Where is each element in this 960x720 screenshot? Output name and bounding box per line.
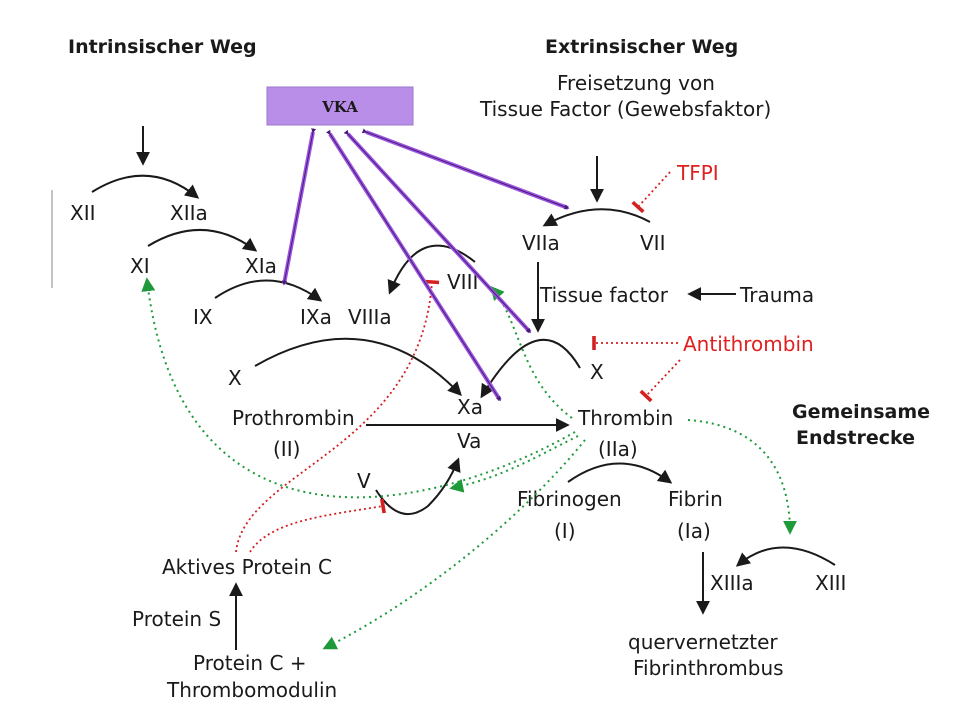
arc-x-to-xa xyxy=(254,337,462,397)
release-line-2: Tissue Factor (Gewebsfaktor) xyxy=(479,97,771,121)
factor-fibrin-code: (Ia) xyxy=(677,519,711,543)
factor-fibrin: Fibrin xyxy=(668,487,723,511)
inhibitor-antithrombin: Antithrombin xyxy=(683,332,814,356)
vka-box xyxy=(266,86,414,126)
factor-trauma: Trauma xyxy=(739,283,814,307)
header-intrinsic: Intrinsischer Weg xyxy=(68,36,257,58)
inhibit-antithrombin-thrombin xyxy=(639,359,681,403)
factor-xiia: XIIa xyxy=(170,201,208,225)
factor-thrombin: Thrombin xyxy=(577,406,673,430)
factor-protein-s: Protein S xyxy=(132,607,221,631)
arc-x-right-to-xa xyxy=(480,338,581,399)
factor-va: Va xyxy=(457,429,481,453)
release-line-1: Freisetzung von xyxy=(557,71,715,95)
factor-x-left: X xyxy=(228,366,242,390)
factor-tissue-factor: Tissue factor xyxy=(539,283,669,307)
arc-xii-to-xiia xyxy=(91,174,200,199)
vka-label: VKA xyxy=(321,98,358,116)
factor-active-protein-c: Aktives Protein C xyxy=(162,555,332,579)
header-common-2: Endstrecke xyxy=(796,427,915,449)
factor-xa: Xa xyxy=(457,395,483,419)
factor-v: V xyxy=(357,469,371,493)
inhibitor-tfpi: TFPI xyxy=(676,161,719,185)
arc-xiii-to-xiiia xyxy=(735,546,836,567)
feedback-thrombin-to-xiii xyxy=(687,419,797,535)
header-extrinsic: Extrinsischer Weg xyxy=(545,36,738,58)
arc-vii-to-viia xyxy=(542,208,651,227)
factor-vii: VII xyxy=(640,231,665,255)
vka-arrow-vii-core xyxy=(361,128,570,210)
factor-crosslinked-2: Fibrinthrombus xyxy=(633,656,784,680)
factor-crosslinked-1: quervernetzter xyxy=(628,630,778,654)
factor-prothrombin-code: (II) xyxy=(273,437,300,461)
arc-ix-to-ixa xyxy=(214,279,323,302)
factor-thrombin-code: (IIa) xyxy=(598,437,638,461)
factor-xi: XI xyxy=(130,254,150,278)
factor-ix: IX xyxy=(193,305,213,329)
factor-fibrinogen: Fibrinogen xyxy=(517,487,622,511)
factor-xiii: XIII xyxy=(815,571,846,595)
factor-x-right: X xyxy=(590,360,604,384)
factor-ixa: IXa xyxy=(300,305,332,329)
factor-xia: XIa xyxy=(245,254,277,278)
factor-xii: XII xyxy=(70,201,96,225)
inhibit-apc-v xyxy=(249,498,386,553)
inhibit-tfpi xyxy=(631,171,671,214)
factor-protein-c-1: Protein C + xyxy=(193,651,307,675)
arc-xi-to-xia xyxy=(147,229,258,252)
factor-xiiia: XIIIa xyxy=(710,571,754,595)
factor-viiia: VIIIa xyxy=(348,305,392,329)
feedback-thrombin-to-viii xyxy=(490,285,573,419)
factor-prothrombin: Prothrombin xyxy=(232,406,355,430)
arc-fibrinogen-to-fibrin xyxy=(567,462,673,484)
vka-arrow-xi-core xyxy=(282,128,317,286)
header-common-1: Gemeinsame xyxy=(792,401,930,423)
factor-viia: VIIa xyxy=(522,231,560,255)
factor-protein-c-2: Thrombomodulin xyxy=(166,678,337,702)
feedback-thrombin-to-v xyxy=(449,435,579,493)
feedback-thrombin-to-xi xyxy=(141,277,576,499)
factor-fibrinogen-code: (I) xyxy=(554,519,576,543)
arc-v-to-va xyxy=(375,457,461,515)
inhibit-apc-viii xyxy=(235,279,440,553)
